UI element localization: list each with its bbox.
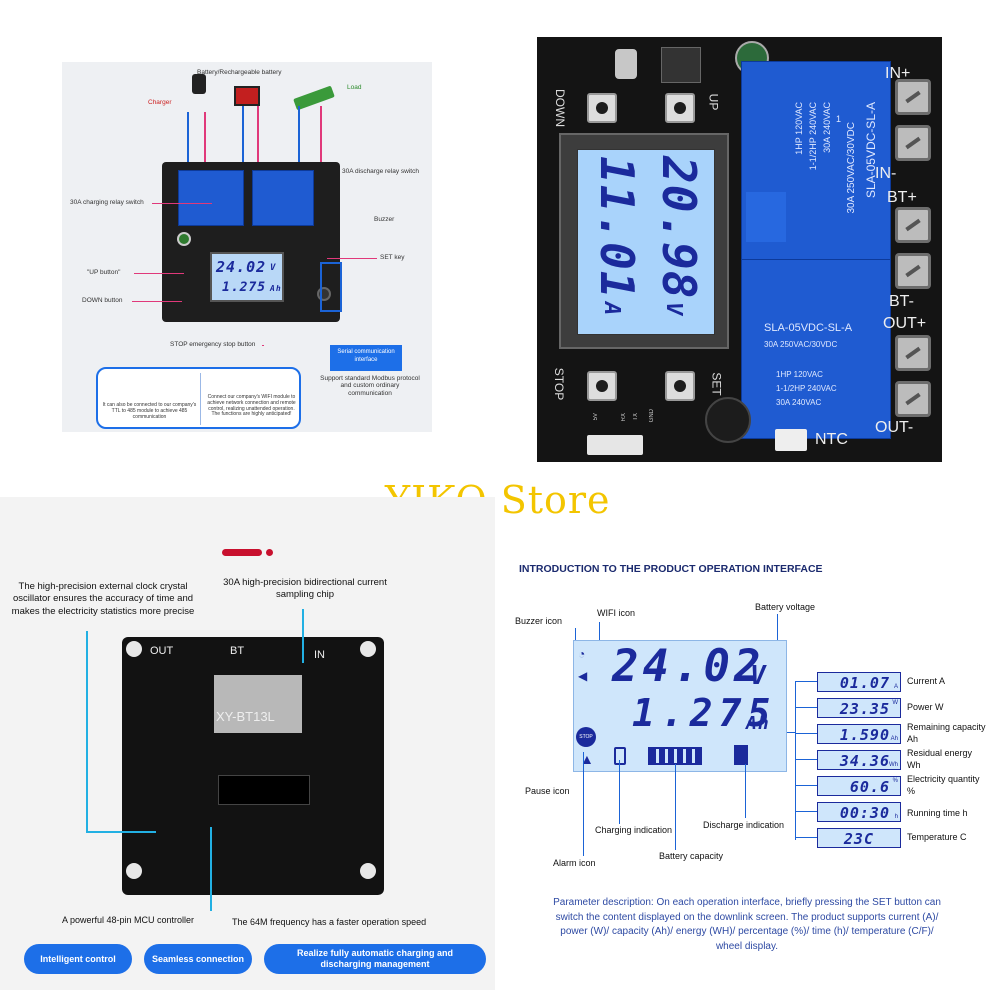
board-lcd-top-value: 20.98: [652, 156, 706, 300]
battery-voltage-label: Battery voltage: [755, 602, 816, 612]
battery-capacity-icon: [648, 747, 702, 765]
alarm-icon-label: Alarm icon: [553, 858, 596, 868]
readout-running-time: 00:30 h: [817, 802, 901, 822]
charging-relay-label: 30A charging relay switch: [70, 199, 144, 206]
readout-electricity-quantity: 60.6 %: [817, 776, 901, 796]
ntc-label: NTC: [815, 431, 848, 448]
set-key-label: SET key: [380, 254, 405, 261]
mcu-chip: [218, 775, 310, 805]
discharge-indication-label: Discharge indication: [703, 820, 785, 830]
relay-top: 1HP 120VAC 1-1/2HP 240VAC 30A 240VAC 1 3…: [741, 61, 891, 263]
battery-label: Battery/Rechargeable battery: [197, 69, 282, 76]
terminal-out-minus: [895, 381, 931, 417]
battery-capacity-label: Battery capacity: [659, 851, 724, 861]
discharge-relay-label: 30A discharge relay switch: [342, 168, 419, 175]
sampling-note: 30A high-precision bidirectional current…: [223, 577, 387, 601]
main-voltage: 24.02: [612, 641, 765, 692]
set-button[interactable]: [665, 371, 695, 401]
serial-desc: Support standard Modbus protocol and cus…: [320, 375, 420, 397]
module-info-box: It can also be connected to our company'…: [96, 367, 301, 429]
capacitor: [177, 232, 191, 246]
crystal-note: The high-precision external clock crysta…: [11, 581, 195, 617]
readout-current: 01.07 A: [817, 672, 901, 692]
wiring-diagram-panel: Battery/Rechargeable battery Charger Loa…: [62, 62, 432, 432]
buzzer-icon: ◀: [578, 669, 588, 683]
terminal-bt-plus: [895, 207, 931, 243]
main-capacity: 1.275: [632, 691, 777, 735]
board-lcd-bottom-value: 11.01: [590, 156, 644, 300]
set-label: SET: [709, 372, 724, 396]
down-button[interactable]: [587, 93, 617, 123]
up-button-label: "UP button": [87, 269, 121, 276]
pcb-back: XY-BT13L OUT BT IN: [122, 637, 384, 895]
inductor: [661, 47, 701, 83]
accent-bar: [222, 549, 262, 556]
wiring-lcd: 24.02 V 1.275 Ah: [210, 252, 284, 302]
terminal-label-out-minus: OUT-: [875, 419, 914, 436]
charging-relay: [178, 170, 244, 226]
load-label: Load: [347, 84, 362, 91]
buzzer-component: [705, 397, 751, 443]
model-label: XY-BT13L: [216, 709, 275, 724]
parameter-description: Parameter description: On each operation…: [553, 897, 941, 952]
stop-label: STOP: [552, 367, 567, 401]
stop-button[interactable]: [587, 371, 617, 401]
terminal-label-out-plus: OUT+: [883, 315, 927, 332]
serial-port-highlight: [320, 262, 342, 312]
pause-icon-label: Pause icon: [525, 786, 570, 796]
pause-icon: STOP: [576, 727, 596, 747]
readout-temperature: 23C: [817, 828, 901, 848]
terminal-label-bt-minus: BT-: [889, 293, 914, 310]
wifi-icon-label: WIFI icon: [597, 608, 636, 618]
board-photo-panel: 20.98 V 11.01 A DOWN UP STOP SET 1HP 120…: [537, 37, 942, 462]
serial-header: [587, 435, 643, 455]
terminal-label-bt-plus: BT+: [887, 189, 917, 206]
board: 24.02 V 1.275 Ah: [162, 162, 340, 322]
discharge-relay: [252, 170, 314, 226]
board-lcd-screen: 20.98 V 11.01 A: [577, 149, 715, 335]
charger-plug-icon: [192, 74, 206, 94]
terminal-label-in-plus: IN+: [885, 65, 911, 82]
battery-icon: [234, 86, 260, 106]
discharge-indication-icon: [734, 745, 748, 765]
ntc-connector: [775, 429, 807, 451]
relay-bottom: SLA-05VDC-SL-A 30A 250VAC/30VDC 1HP 120V…: [741, 259, 891, 439]
main-lcd: ◔ ◀ 24.02 V STOP 1.275 Ah ▲: [573, 640, 787, 772]
lcd-interface-panel: INTRODUCTION TO THE PRODUCT OPERATION IN…: [497, 540, 990, 990]
charging-indication-icon: [614, 747, 626, 765]
readout-remaining-capacity: 1.590 Ah: [817, 724, 901, 744]
down-button-label: DOWN button: [82, 297, 123, 304]
terminal-label-in-minus: IN-: [875, 165, 897, 182]
pill-auto-management: Realize fully automatic charging and dis…: [264, 944, 486, 974]
terminal-bt-minus: [895, 253, 931, 289]
buzzer-label: Buzzer: [374, 216, 395, 223]
frequency-note: The 64M frequency has a faster operation…: [232, 917, 427, 927]
mcu-note: A powerful 48-pin MCU controller: [62, 915, 195, 925]
terminal-in-minus: [895, 125, 931, 161]
small-capacitor: [615, 49, 637, 79]
down-label: DOWN: [553, 89, 567, 127]
board-back-panel: The high-precision external clock crysta…: [0, 497, 495, 990]
terminal-out-plus: [895, 335, 931, 371]
board-lcd-frame: 20.98 V 11.01 A: [559, 133, 729, 349]
wifi-module-desc: Connect our company's WIFI module to ach…: [207, 394, 296, 418]
up-label: UP: [706, 93, 721, 111]
readout-power: 23.35 W: [817, 698, 901, 718]
buzzer-icon-label: Buzzer icon: [515, 616, 563, 626]
terminal-in-plus: [895, 79, 931, 115]
pill-seamless-connection: Seamless connection: [144, 944, 252, 974]
charger-label: Charger: [148, 99, 172, 106]
lcd-heading: INTRODUCTION TO THE PRODUCT OPERATION IN…: [519, 563, 823, 575]
pill-intelligent-control: Intelligent control: [24, 944, 132, 974]
ttl-module-desc: It can also be connected to our company'…: [102, 402, 197, 420]
readout-residual-energy: 34.36 Wh: [817, 750, 901, 770]
shunt-plate: [214, 675, 302, 733]
up-button[interactable]: [665, 93, 695, 123]
wifi-icon: ◔: [578, 647, 586, 661]
serial-interface-box: Serial communication interface: [330, 345, 402, 371]
stop-button-label: STOP emergency stop button: [170, 341, 256, 348]
charging-indication-label: Charging indication: [595, 825, 673, 835]
